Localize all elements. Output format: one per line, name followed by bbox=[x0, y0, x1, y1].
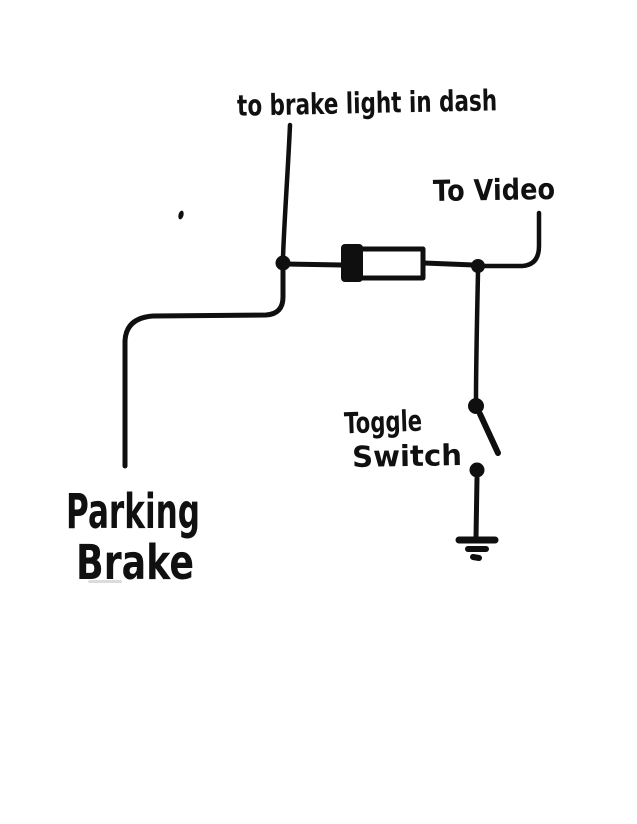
toggle-switch-label-line2: Switch bbox=[352, 438, 463, 474]
wire-junction-to-diode bbox=[282, 261, 345, 268]
switch-top-contact-dot bbox=[468, 398, 484, 414]
diode bbox=[341, 244, 426, 282]
wire-junction-to-parking-brake bbox=[122, 265, 286, 469]
wire-brake-light-to-junction bbox=[280, 122, 293, 261]
ground-symbol bbox=[455, 475, 499, 561]
parking-brake-label-line1: Parking bbox=[66, 484, 200, 540]
brake-light-label: to brake light in dash bbox=[237, 83, 498, 122]
ground-bar-short bbox=[470, 554, 482, 561]
wire-diode-to-junction bbox=[421, 260, 477, 268]
wire-junction-to-switch bbox=[473, 269, 481, 401]
toggle-switch-label-line1: Toggle bbox=[344, 404, 423, 441]
toggle-switch bbox=[468, 398, 501, 478]
stray-ink-dot bbox=[178, 210, 184, 220]
switch-lever bbox=[477, 411, 501, 456]
ground-stem bbox=[473, 475, 480, 541]
left-junction-dot bbox=[275, 255, 291, 271]
switch-bottom-contact-dot bbox=[469, 462, 485, 478]
to-video-label: To Video bbox=[433, 172, 556, 208]
diode-cathode-band bbox=[341, 244, 363, 282]
faint-smudge bbox=[88, 580, 122, 583]
wire-junction-to-video bbox=[480, 210, 542, 269]
right-junction-dot bbox=[471, 259, 485, 273]
